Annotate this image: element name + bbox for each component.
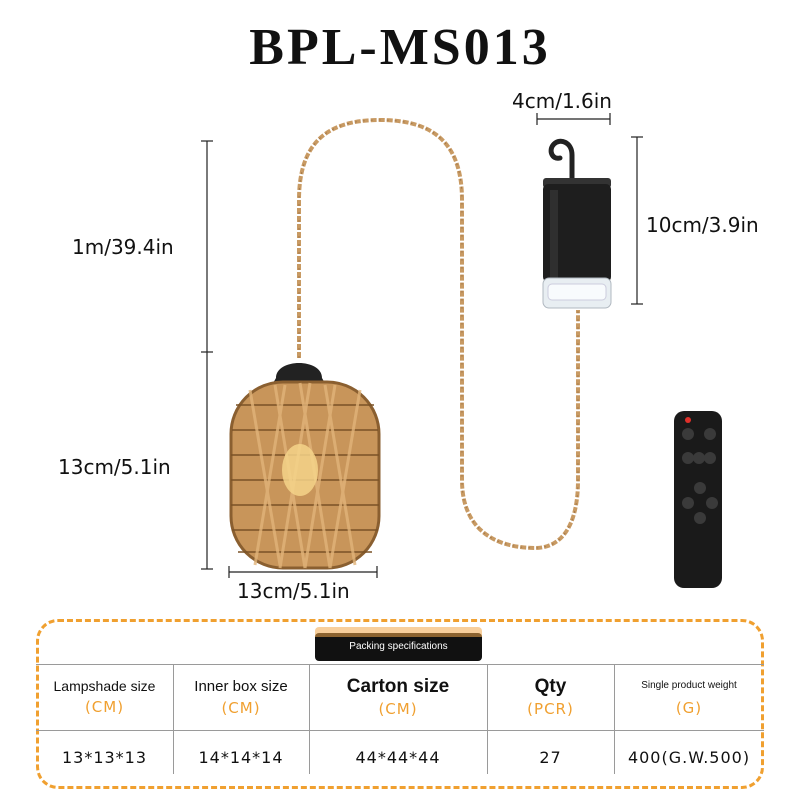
column-header: Inner box size xyxy=(194,678,288,695)
power-indicator-icon xyxy=(685,417,691,423)
packing-spec-table: Lampshade size (CM) Inner box size (CM) … xyxy=(36,664,764,774)
cord-length-dimension-line xyxy=(201,140,213,353)
column-header: Single product weight xyxy=(641,680,737,691)
battery-width-dimension-line xyxy=(536,113,611,125)
lampshade-size-value: 13*13*13 xyxy=(61,748,148,767)
column-qty: Qty (PCR) xyxy=(487,676,614,718)
battery-height-dimension-line xyxy=(631,136,643,305)
qty-value: 27 xyxy=(539,748,562,767)
remote-control xyxy=(674,411,722,588)
packing-spec-panel xyxy=(36,619,764,789)
shade-height-dimension-line xyxy=(201,352,213,570)
column-header: Lampshade size xyxy=(53,678,156,694)
product-title: BPL-MS013 xyxy=(249,19,551,76)
battery-width-label: 4cm/1.6in xyxy=(512,89,612,113)
battery-height-label: 10cm/3.9in xyxy=(646,213,759,237)
shade-height-label: 13cm/5.1in xyxy=(58,455,171,479)
column-inner-box-size: Inner box size (CM) xyxy=(173,678,309,717)
column-carton-size: Carton size (CM) xyxy=(309,676,487,718)
rope-cord xyxy=(297,117,580,551)
column-lampshade-size: Lampshade size (CM) xyxy=(36,678,173,716)
column-unit: (G) xyxy=(675,699,703,717)
battery-pack xyxy=(542,138,612,309)
column-unit: (CM) xyxy=(84,698,125,716)
column-unit: (CM) xyxy=(378,700,418,718)
shade-width-dimension-line xyxy=(228,566,378,578)
weight-value: 400(G.W.500) xyxy=(627,748,751,767)
cord-length-label: 1m/39.4in xyxy=(72,235,174,259)
column-single-product-weight: Single product weight (G) xyxy=(614,680,764,717)
inner-box-size-value: 14*14*14 xyxy=(198,748,284,767)
column-unit: (PCR) xyxy=(527,700,574,718)
shade-width-label: 13cm/5.1in xyxy=(237,579,350,603)
bulb-glow xyxy=(282,444,318,496)
column-header: Carton size xyxy=(346,676,450,697)
column-unit: (CM) xyxy=(221,699,261,717)
hook-icon xyxy=(548,138,575,183)
carton-size-value: 44*44*44 xyxy=(355,748,441,767)
rattan-lampshade xyxy=(229,363,381,570)
column-header: Qty xyxy=(534,676,567,697)
packing-spec-banner: Packing specifications xyxy=(315,627,482,661)
